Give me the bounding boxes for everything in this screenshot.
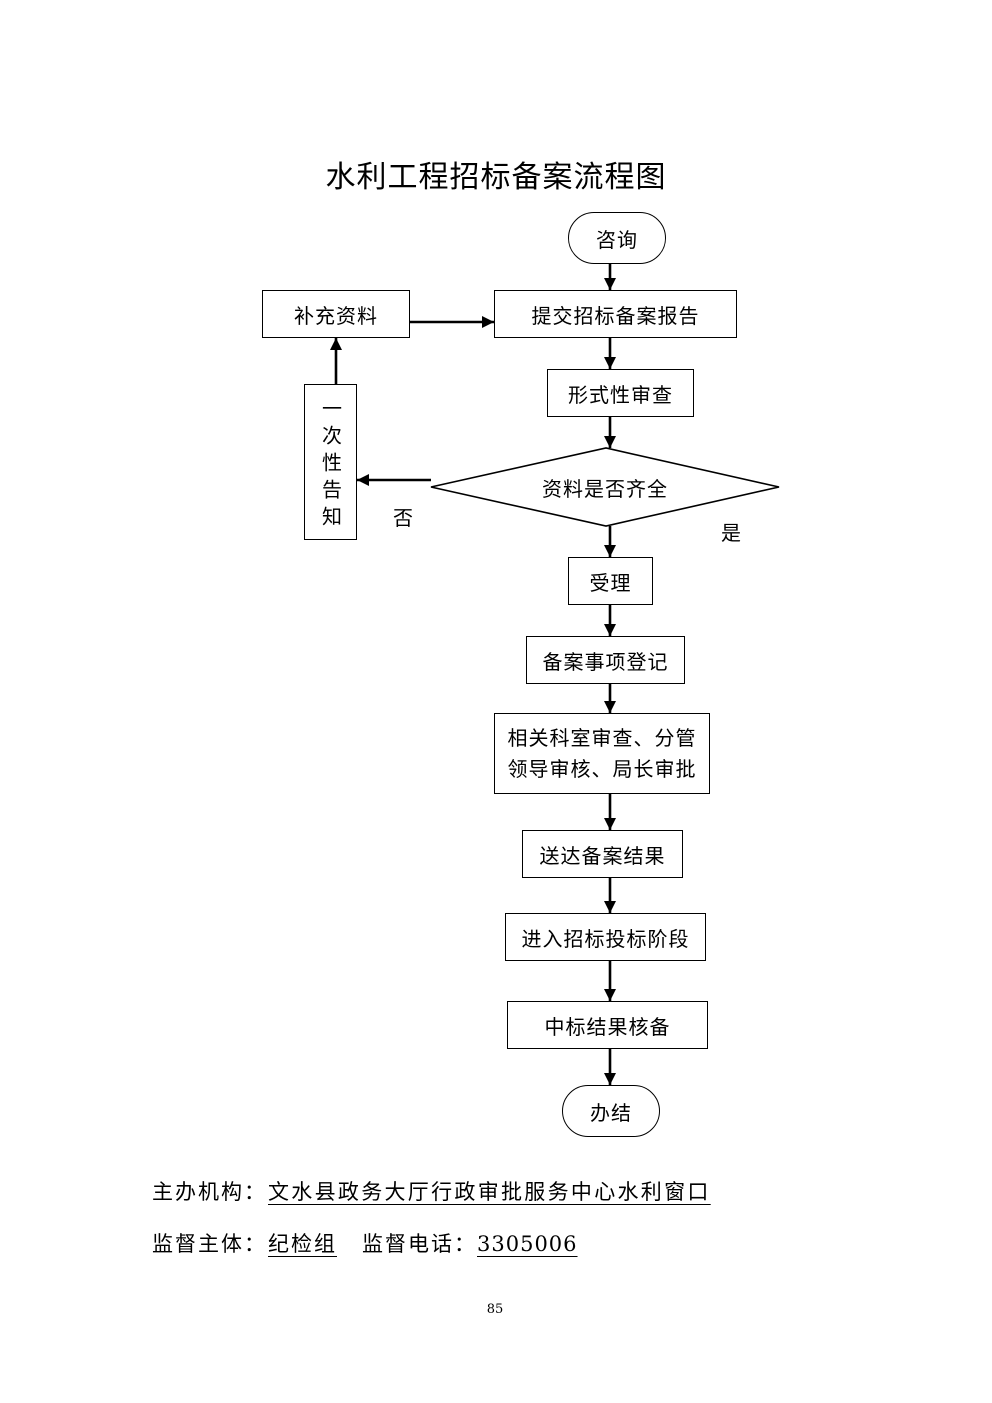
one-time-notice-label: 一次性告知 bbox=[318, 398, 343, 533]
node-consult: 咨询 bbox=[568, 212, 666, 264]
node-accept: 受理 bbox=[568, 557, 653, 605]
node-complete: 办结 bbox=[562, 1085, 660, 1137]
node-supplement: 补充资料 bbox=[262, 290, 410, 338]
node-submit-report: 提交招标备案报告 bbox=[494, 290, 737, 338]
node-one-time-notice: 一次性告知 bbox=[304, 384, 357, 540]
joint-review-line-1: 相关科室审查、分管 bbox=[507, 725, 697, 750]
page-title: 水利工程招标备案流程图 bbox=[325, 160, 667, 195]
node-formal-review: 形式性审查 bbox=[547, 369, 694, 417]
host-value: 文水县政务大厅行政审批服务中心水利窗口 bbox=[268, 1180, 711, 1204]
edge-label-no: 否 bbox=[393, 506, 413, 530]
supervisor-value: 纪检组 bbox=[268, 1232, 337, 1256]
supervisor-label: 监督主体： bbox=[152, 1232, 267, 1256]
phone-label: 监督电话： bbox=[362, 1232, 477, 1256]
edge-label-yes: 是 bbox=[721, 521, 741, 545]
page-number: 85 bbox=[486, 1302, 504, 1317]
node-deliver-result: 送达备案结果 bbox=[522, 830, 683, 878]
node-register: 备案事项登记 bbox=[526, 636, 685, 684]
phone-value: 3305006 bbox=[477, 1232, 578, 1256]
node-bidding-stage: 进入招标投标阶段 bbox=[505, 913, 706, 961]
node-joint-review: 相关科室审查、分管 领导审核、局长审批 bbox=[494, 713, 710, 794]
host-label: 主办机构： bbox=[152, 1180, 267, 1204]
joint-review-line-2: 领导审核、局长审批 bbox=[507, 756, 697, 781]
decision-label: 资料是否齐全 bbox=[542, 476, 668, 501]
node-winning-bid-filing: 中标结果核备 bbox=[507, 1001, 708, 1049]
